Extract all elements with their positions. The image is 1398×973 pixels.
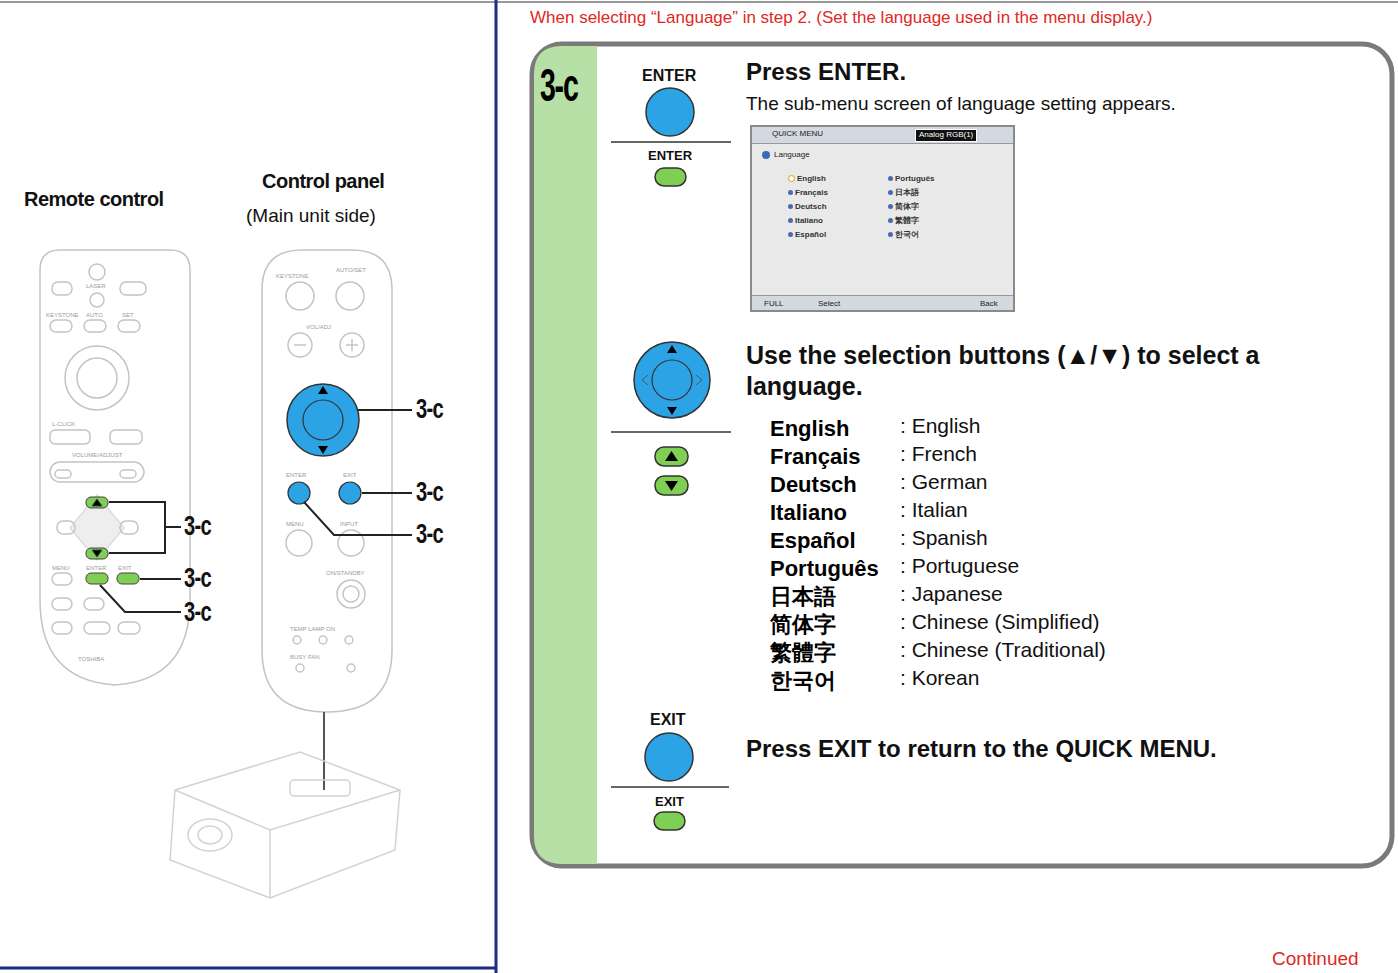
callout-number: 3-c bbox=[416, 393, 443, 425]
screen-text: 日本語 bbox=[888, 189, 919, 198]
text-label: 繁體字 bbox=[770, 640, 836, 665]
screen-text: Analog RGB(1) bbox=[915, 129, 977, 142]
screen-text: Français bbox=[788, 189, 828, 198]
button-label: TOSHIBA bbox=[78, 656, 104, 663]
button-label: ON/STANDBY bbox=[326, 570, 365, 577]
text-label: : Spanish bbox=[900, 526, 988, 550]
text-label: The sub-menu screen of language setting … bbox=[746, 93, 1176, 115]
text-label: EXIT bbox=[650, 711, 686, 729]
text-label: Continued bbox=[1272, 948, 1359, 970]
callout-number: 3-c bbox=[416, 476, 443, 508]
text-label: Use the selection buttons (▲/▼) to selec… bbox=[746, 340, 1316, 403]
screen-text: 简体字 bbox=[888, 203, 919, 212]
screen-text: Português bbox=[888, 175, 935, 184]
text-label: : Chinese (Traditional) bbox=[900, 638, 1106, 662]
screen-text: Back bbox=[980, 300, 998, 309]
text-label: Remote control bbox=[24, 188, 164, 211]
radio-dot bbox=[888, 232, 893, 237]
radio-dot bbox=[888, 204, 893, 209]
text-label: Italiano bbox=[770, 500, 847, 525]
button-label: TEMP LAMP ON bbox=[290, 626, 335, 633]
text-label: (Main unit side) bbox=[246, 205, 376, 227]
text-label: ENTER bbox=[642, 67, 696, 85]
text-label: : Japanese bbox=[900, 582, 1003, 606]
button-label: KEYSTONE bbox=[276, 273, 309, 280]
radio-dot bbox=[788, 232, 793, 237]
radio-dot bbox=[888, 190, 893, 195]
button-label: EXIT bbox=[343, 472, 356, 479]
button-label: LASER bbox=[86, 283, 106, 290]
screen-text: Select bbox=[818, 300, 840, 309]
button-label: L-CLICK bbox=[52, 421, 75, 428]
text-label: ENTER bbox=[648, 149, 692, 164]
button-label: EXIT bbox=[118, 565, 131, 572]
text-label: 简体字 bbox=[770, 612, 836, 637]
button-label: ENTER bbox=[86, 565, 106, 572]
text-label: : Korean bbox=[900, 666, 979, 690]
text-label: Español bbox=[770, 528, 856, 553]
button-label: VOL/ADJ bbox=[306, 324, 331, 331]
screen-text: Español bbox=[788, 231, 826, 240]
text-label: Press ENTER. bbox=[746, 58, 906, 86]
radio-dot bbox=[788, 175, 795, 182]
radio-dot bbox=[788, 190, 793, 195]
radio-dot bbox=[788, 218, 793, 223]
text-label: : English bbox=[900, 414, 981, 438]
button-label: AUTO/SET bbox=[336, 267, 366, 274]
radio-dot bbox=[888, 218, 893, 223]
button-label: INPUT bbox=[340, 521, 358, 528]
radio-dot bbox=[788, 204, 793, 209]
text-label: EXIT bbox=[655, 795, 684, 810]
text-label: : Portuguese bbox=[900, 554, 1019, 578]
status-bar bbox=[752, 295, 1013, 310]
button-label: KEYSTONE bbox=[46, 312, 79, 319]
text-label: : French bbox=[900, 442, 977, 466]
callout-number: 3-c bbox=[184, 562, 211, 594]
text-label: : Chinese (Simplified) bbox=[900, 610, 1100, 634]
screen-text: QUICK MENU bbox=[772, 130, 823, 139]
callout-number: 3-c bbox=[416, 518, 443, 550]
text-label: Control panel bbox=[262, 170, 384, 193]
text-label: : German bbox=[900, 470, 988, 494]
text-label: 日本語 bbox=[770, 584, 836, 609]
screen-text: Language bbox=[774, 151, 810, 160]
text-label: Português bbox=[770, 556, 879, 581]
button-label: AUTO bbox=[86, 312, 103, 319]
text-label: : Italian bbox=[900, 498, 968, 522]
button-label: BUSY FAN bbox=[290, 654, 320, 661]
screen-text: 繁體字 bbox=[888, 217, 919, 226]
screen-text: Italiano bbox=[788, 217, 823, 226]
callout-number: 3-c bbox=[184, 510, 211, 542]
button-label: MENU bbox=[286, 521, 304, 528]
text-label: 한국어 bbox=[770, 668, 836, 693]
screen-text: FULL bbox=[764, 300, 784, 309]
screen-text: English bbox=[788, 175, 826, 184]
text-label: Français bbox=[770, 444, 861, 469]
menu-screenshot: QUICK MENU Analog RGB(1) LanguageEnglishFr… bbox=[750, 125, 1015, 312]
radio-dot bbox=[888, 176, 893, 181]
text-label: Deutsch bbox=[770, 472, 857, 497]
button-label: SET bbox=[122, 312, 134, 319]
text-label: English bbox=[770, 416, 849, 441]
screen-text: 한국어 bbox=[888, 231, 919, 240]
text-label: When selecting “Language” in step 2. (Se… bbox=[530, 8, 1152, 28]
button-label: VOLUME/ADJUST bbox=[72, 452, 122, 459]
step-number: 3-c bbox=[540, 60, 578, 111]
text-label: Press EXIT to return to the QUICK MENU. bbox=[746, 735, 1217, 763]
callout-number: 3-c bbox=[184, 596, 211, 628]
button-label: ENTER bbox=[286, 472, 306, 479]
screen-text: Deutsch bbox=[788, 203, 827, 212]
step-panel: 3-cQUICK MENU Analog RGB(1) LanguageEnglis… bbox=[532, 44, 1392, 866]
button-label: MENU bbox=[52, 565, 70, 572]
